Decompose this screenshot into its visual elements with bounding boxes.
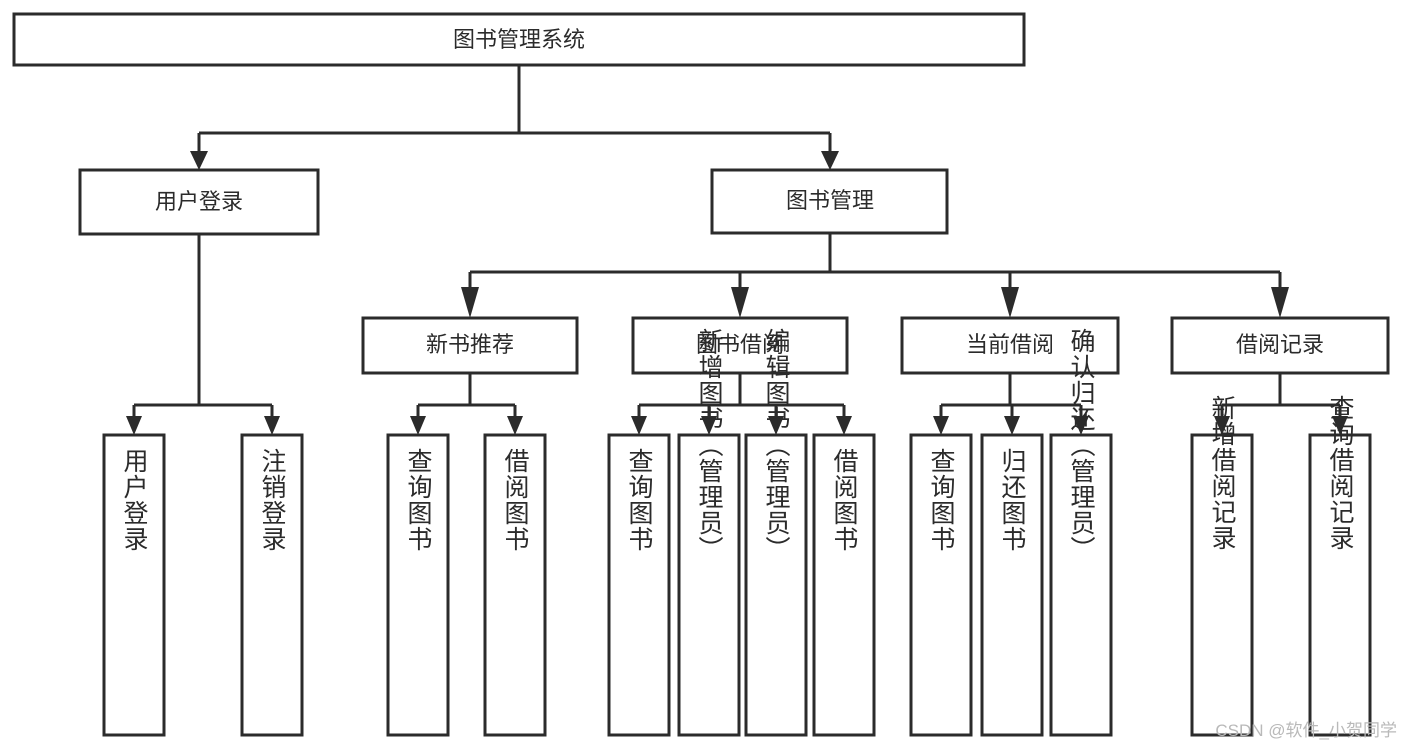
leaf-label: 借阅图书	[830, 448, 859, 552]
leaf-query-book-borrow[interactable]: 查询图书	[607, 433, 671, 737]
leaf-box[interactable]	[1049, 433, 1113, 737]
leaf-box[interactable]	[102, 433, 166, 737]
arrowhead-leaf-user-login	[126, 416, 142, 435]
leaf-label: 查询图书	[404, 448, 433, 552]
leaf-borrow-book-newbook[interactable]: 借阅图书	[483, 433, 547, 737]
arrowhead-leaf-query-book-3	[933, 416, 949, 435]
arrowhead-leaf-borrow-book-1	[507, 416, 523, 435]
arrowhead-leaf-confirm-return	[1073, 416, 1089, 435]
leaf-box[interactable]	[386, 433, 450, 737]
node-user-login[interactable]: 用户登录	[78, 168, 320, 236]
node-current-borrow[interactable]: 当前借阅	[900, 316, 1120, 375]
node-book-management[interactable]: 图书管理	[710, 168, 949, 235]
leaf-box[interactable]	[240, 433, 304, 737]
book-management-label: 图书管理	[786, 188, 874, 213]
user-login-box[interactable]	[78, 168, 320, 236]
leaf-box[interactable]	[607, 433, 671, 737]
arrowhead-leaf-return-book	[1004, 416, 1020, 435]
arrowhead-borrow	[731, 287, 749, 318]
leaf-label: 查询图书	[927, 448, 956, 552]
leaf-label: 新增借阅记录	[1208, 395, 1237, 551]
leaf-confirm-return-admin[interactable]: 确认归还（管理员）	[1049, 328, 1113, 737]
new-book-recommend-label: 新书推荐	[426, 332, 514, 357]
borrow-record-box[interactable]	[1170, 316, 1390, 375]
arrowhead-leaf-query-record	[1332, 416, 1348, 435]
arrowhead-leaf-query-book-2	[631, 416, 647, 435]
leaf-label: 新增图书（管理员）	[695, 328, 724, 562]
root-box[interactable]	[12, 12, 1026, 67]
leaf-query-book-newbook[interactable]: 查询图书	[386, 433, 450, 737]
borrow-record-label: 借阅记录	[1236, 332, 1324, 357]
arrowhead-record	[1271, 287, 1289, 318]
arrowhead-leaf-logout-login	[264, 416, 280, 435]
book-borrow-label: 图书借阅	[696, 332, 784, 357]
root-label: 图书管理系统	[453, 27, 585, 52]
connector-layer	[126, 65, 1348, 435]
leaf-add-book-admin[interactable]: 新增图书（管理员）	[677, 328, 741, 737]
leaf-label: 归还图书	[998, 448, 1027, 552]
leaf-label: 借阅图书	[501, 448, 530, 552]
current-borrow-label: 当前借阅	[966, 332, 1054, 357]
leaf-query-book-current[interactable]: 查询图书	[909, 433, 973, 737]
current-borrow-box[interactable]	[900, 316, 1120, 375]
leaf-return-book[interactable]: 归还图书	[980, 433, 1044, 737]
leaf-label: 查询借阅记录	[1326, 395, 1355, 551]
leaf-label: 查询图书	[625, 448, 654, 552]
arrowhead-leaf-add-record	[1214, 416, 1230, 435]
arrowhead-newbook	[461, 287, 479, 318]
leaf-box[interactable]	[1190, 433, 1254, 737]
leaf-box[interactable]	[744, 433, 808, 737]
arrowhead-leaf-add-book	[701, 416, 717, 435]
arrowhead-book-mgmt	[821, 151, 839, 170]
leaf-box[interactable]	[909, 433, 973, 737]
leaf-edit-book-admin[interactable]: 编辑图书（管理员）	[744, 328, 808, 737]
leaf-label: 确认归还（管理员）	[1067, 328, 1096, 562]
node-book-borrow[interactable]: 图书借阅	[631, 316, 849, 375]
book-borrow-box[interactable]	[631, 316, 849, 375]
leaf-label: 编辑图书（管理员）	[762, 328, 791, 562]
leaf-add-borrow-record[interactable]: 新增借阅记录	[1190, 395, 1254, 737]
leaf-label: 用户登录	[120, 448, 149, 552]
book-management-box[interactable]	[710, 168, 949, 235]
leaf-borrow-book-borrow[interactable]: 借阅图书	[812, 433, 876, 737]
arrowhead-user-login	[190, 151, 208, 170]
leaf-box[interactable]	[483, 433, 547, 737]
leaf-box[interactable]	[812, 433, 876, 737]
new-book-recommend-box[interactable]	[361, 316, 579, 375]
leaf-box[interactable]	[980, 433, 1044, 737]
node-borrow-record[interactable]: 借阅记录	[1170, 316, 1390, 375]
leaf-user-login[interactable]: 用户登录	[102, 433, 166, 737]
leaf-box[interactable]	[677, 433, 741, 737]
leaf-logout-login[interactable]: 注销登录	[240, 433, 304, 737]
leaf-box[interactable]	[1308, 433, 1372, 737]
arrowhead-leaf-edit-book	[768, 416, 784, 435]
node-new-book-recommend[interactable]: 新书推荐	[361, 316, 579, 375]
user-login-label: 用户登录	[155, 189, 243, 214]
arrowhead-leaf-query-book-1	[410, 416, 426, 435]
arrowhead-leaf-borrow-book-2	[836, 416, 852, 435]
node-root-system[interactable]: 图书管理系统	[12, 12, 1026, 67]
arrowhead-current	[1001, 287, 1019, 318]
leaf-label: 注销登录	[258, 448, 287, 552]
leaf-query-borrow-record[interactable]: 查询借阅记录	[1308, 395, 1372, 737]
